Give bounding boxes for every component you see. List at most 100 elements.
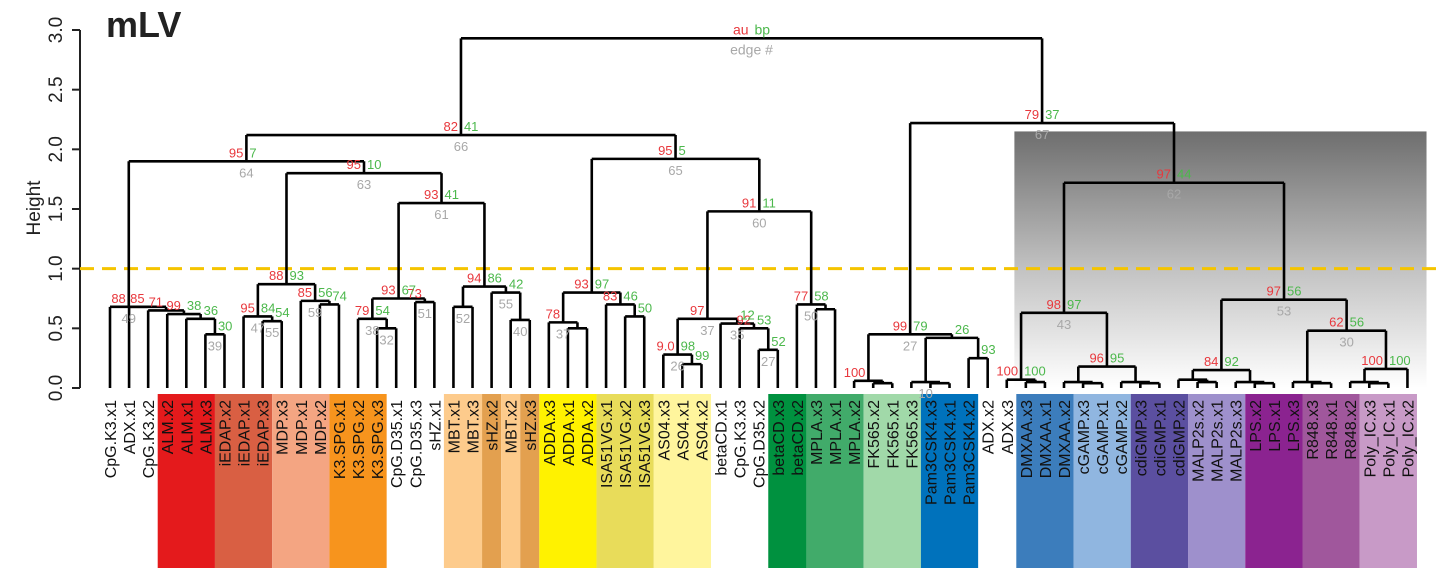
node-bp-label: 38	[187, 298, 201, 313]
node-bp-label: 54	[275, 305, 289, 320]
node-au-label: 88	[269, 268, 283, 283]
leaf-label: AS04.x3	[656, 400, 673, 461]
node-bp-label: 37	[1045, 107, 1059, 122]
leaf-label: ADX.x2	[981, 400, 998, 454]
leaf-label: cGAMP.x3	[1076, 400, 1093, 475]
node-bp-label: 41	[445, 187, 459, 202]
color-band	[1188, 394, 1246, 568]
node-bp-label: 93	[981, 342, 995, 357]
leaf-label: sHZ.x3	[523, 400, 540, 451]
node-au-label: 95	[229, 145, 243, 160]
node-edge-label: 64	[239, 165, 253, 180]
y-tick-label: 3.0	[46, 17, 67, 43]
dendrogram-branches	[108, 37, 1409, 388]
node-bp-label: 100	[1389, 353, 1411, 368]
color-band	[157, 394, 215, 568]
node-au-label: 79	[355, 303, 369, 318]
node-bp-label: 36	[204, 303, 218, 318]
leaf-label: iEDAP.x3	[256, 400, 273, 467]
node-au-label: 93	[424, 187, 438, 202]
node-edge-label: 10	[918, 386, 932, 401]
node-au-label: 97	[1267, 284, 1281, 299]
leaf-label: MBT.x2	[504, 400, 521, 453]
leaf-label: betaCD.x3	[771, 400, 788, 476]
leaf-label: ADDA.x1	[561, 400, 578, 466]
node-au-label: 62	[1329, 315, 1343, 330]
node-au-label: 71	[149, 294, 163, 309]
node-bp-label: 56	[1287, 284, 1301, 299]
leaf-label: DMXAA.x2	[1057, 400, 1074, 478]
chart-title: mLV	[106, 4, 182, 45]
node-bp-label: 42	[509, 277, 523, 292]
node-bp-label: 11	[762, 195, 776, 210]
leaf-label: ISA51VG.x1	[599, 400, 616, 488]
leaf-label: K3.SPG.x1	[332, 400, 349, 479]
leaf-label: ADDA.x3	[542, 400, 559, 466]
node-au-label: 95	[347, 157, 361, 172]
node-au-label: 77	[794, 288, 808, 303]
node-bp-label: 26	[955, 322, 969, 337]
node-au-label: 99	[893, 318, 907, 333]
y-tick-label: 1.5	[46, 196, 67, 222]
node-bp-label: 97	[595, 277, 609, 292]
color-band	[214, 394, 273, 568]
color-band	[863, 394, 921, 568]
leaf-label: CpG.K3.x2	[141, 400, 158, 478]
leaf-label: iEDAP.x2	[217, 400, 234, 467]
leaf-label: betaCD.x1	[714, 400, 731, 476]
y-tick-label: 0.0	[46, 375, 67, 401]
node-au-label: 85	[130, 291, 144, 306]
color-band	[1073, 394, 1131, 568]
leaf-label: ADX.x1	[122, 400, 139, 454]
node-au-label: 93	[381, 283, 395, 298]
node-edge-label: 47	[251, 320, 265, 335]
node-bp-label: 92	[1224, 354, 1238, 369]
leaf-label: Pam3CSK4.x2	[962, 400, 979, 505]
node-edge-label: 43	[1057, 317, 1071, 332]
node-bp-label: 54	[375, 303, 389, 318]
node-edge-label: 50	[804, 308, 818, 323]
node-bp-label: 100	[1024, 364, 1046, 379]
node-bp-label: 12	[740, 308, 754, 323]
color-band	[1130, 394, 1189, 568]
node-bp-label: 98	[681, 339, 695, 354]
leaf-label: DMXAA.x3	[1019, 400, 1036, 478]
node-bp-label: 67	[402, 283, 416, 298]
color-band	[1302, 394, 1360, 568]
leaf-label: MBT.x3	[466, 400, 483, 453]
leaf-label: ISA51VG.x3	[637, 400, 654, 488]
leaf-label: LPS.x2	[1248, 400, 1265, 452]
node-edge-label: 30	[1339, 335, 1353, 350]
leaf-label: Poly_IC.x2	[1400, 400, 1417, 477]
node-edge-label: 37	[556, 326, 570, 341]
color-band	[1245, 394, 1303, 568]
node-bp-label: 58	[814, 288, 828, 303]
node-bp-label: 41	[464, 119, 478, 134]
leaf-label: CpG.K3.x1	[103, 400, 120, 478]
leaf-label: LPS.x1	[1267, 400, 1284, 452]
color-band	[768, 394, 807, 568]
node-bp-label: 56	[318, 285, 332, 300]
node-bp-label: 84	[261, 300, 275, 315]
node-au-label: 92	[736, 312, 750, 327]
leaf-label: cdiGMP.x3	[1133, 400, 1150, 476]
node-au-label: 79	[1025, 107, 1039, 122]
node-edge-label: 26	[670, 359, 684, 374]
node-bp-label: 7	[249, 145, 256, 160]
leaf-label: FK565.x1	[885, 400, 902, 469]
leaf-label: Pam3CSK4.x1	[943, 400, 960, 505]
leaf-label: ALM.x2	[160, 400, 177, 454]
leaf-label: cdiGMP.x1	[1152, 400, 1169, 476]
color-band	[501, 394, 521, 568]
node-au-label: 91	[742, 195, 756, 210]
node-au-label: 93	[574, 277, 588, 292]
leaf-label: MBT.x1	[446, 400, 463, 453]
node-edge-label: 60	[752, 215, 766, 230]
color-band	[920, 394, 979, 568]
leaf-label: FK565.x3	[904, 400, 921, 469]
node-edge-label: 27	[903, 338, 917, 353]
